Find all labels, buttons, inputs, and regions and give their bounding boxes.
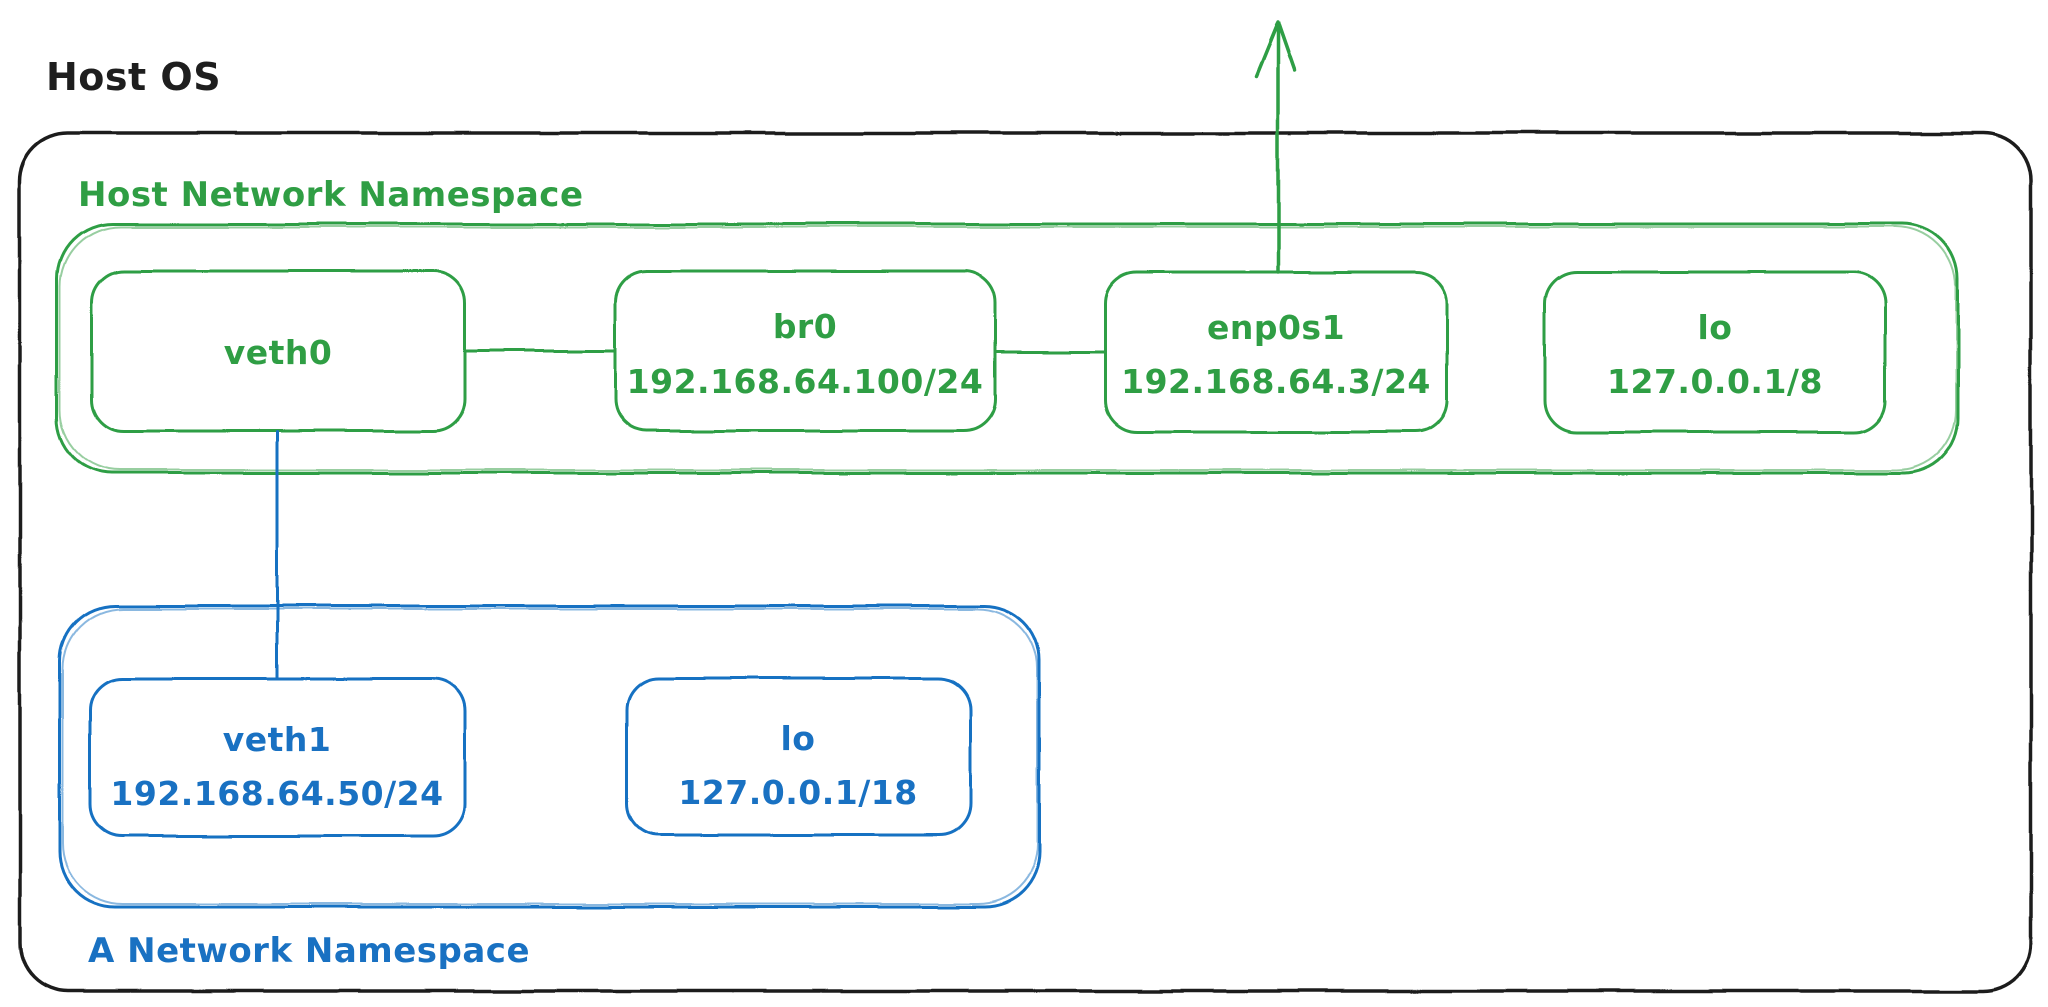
node-ip-br0: 192.168.64.100/24	[627, 362, 984, 401]
node-box-lo-a-ns	[625, 676, 972, 837]
node-ip-lo-a-ns: 127.0.0.1/18	[678, 773, 917, 812]
node-label-br0: br0	[773, 307, 837, 346]
node-label-veth0: veth0	[224, 333, 333, 372]
node-ip-veth1: 192.168.64.50/24	[110, 774, 443, 813]
uplink-arrow	[1254, 20, 1297, 274]
a-network-namespace-container	[58, 604, 1042, 909]
node-ip-lo-host: 127.0.0.1/8	[1607, 362, 1823, 401]
node-box-br0	[613, 269, 997, 433]
host-network-namespace-container	[55, 222, 1960, 475]
host-os-label: Host OS	[46, 55, 221, 99]
host-network-namespace-label: Host Network Namespace	[78, 175, 584, 215]
node-label-enp0s1: enp0s1	[1207, 308, 1345, 347]
node-label-veth1: veth1	[223, 720, 332, 759]
node-ip-enp0s1: 192.168.64.3/24	[1121, 362, 1431, 401]
a-network-namespace-container-sketch-echo	[62, 608, 1039, 905]
host-os-container	[18, 131, 2033, 993]
node-label-lo-host: lo	[1698, 308, 1733, 347]
a-network-namespace-label: A Network Namespace	[88, 931, 530, 971]
node-box-veth1	[88, 677, 467, 838]
node-box-lo-host	[1543, 270, 1887, 434]
node-label-lo-a-ns: lo	[781, 719, 816, 758]
node-box-enp0s1	[1103, 270, 1449, 434]
host-network-namespace-container-sketch-echo	[59, 226, 1957, 471]
